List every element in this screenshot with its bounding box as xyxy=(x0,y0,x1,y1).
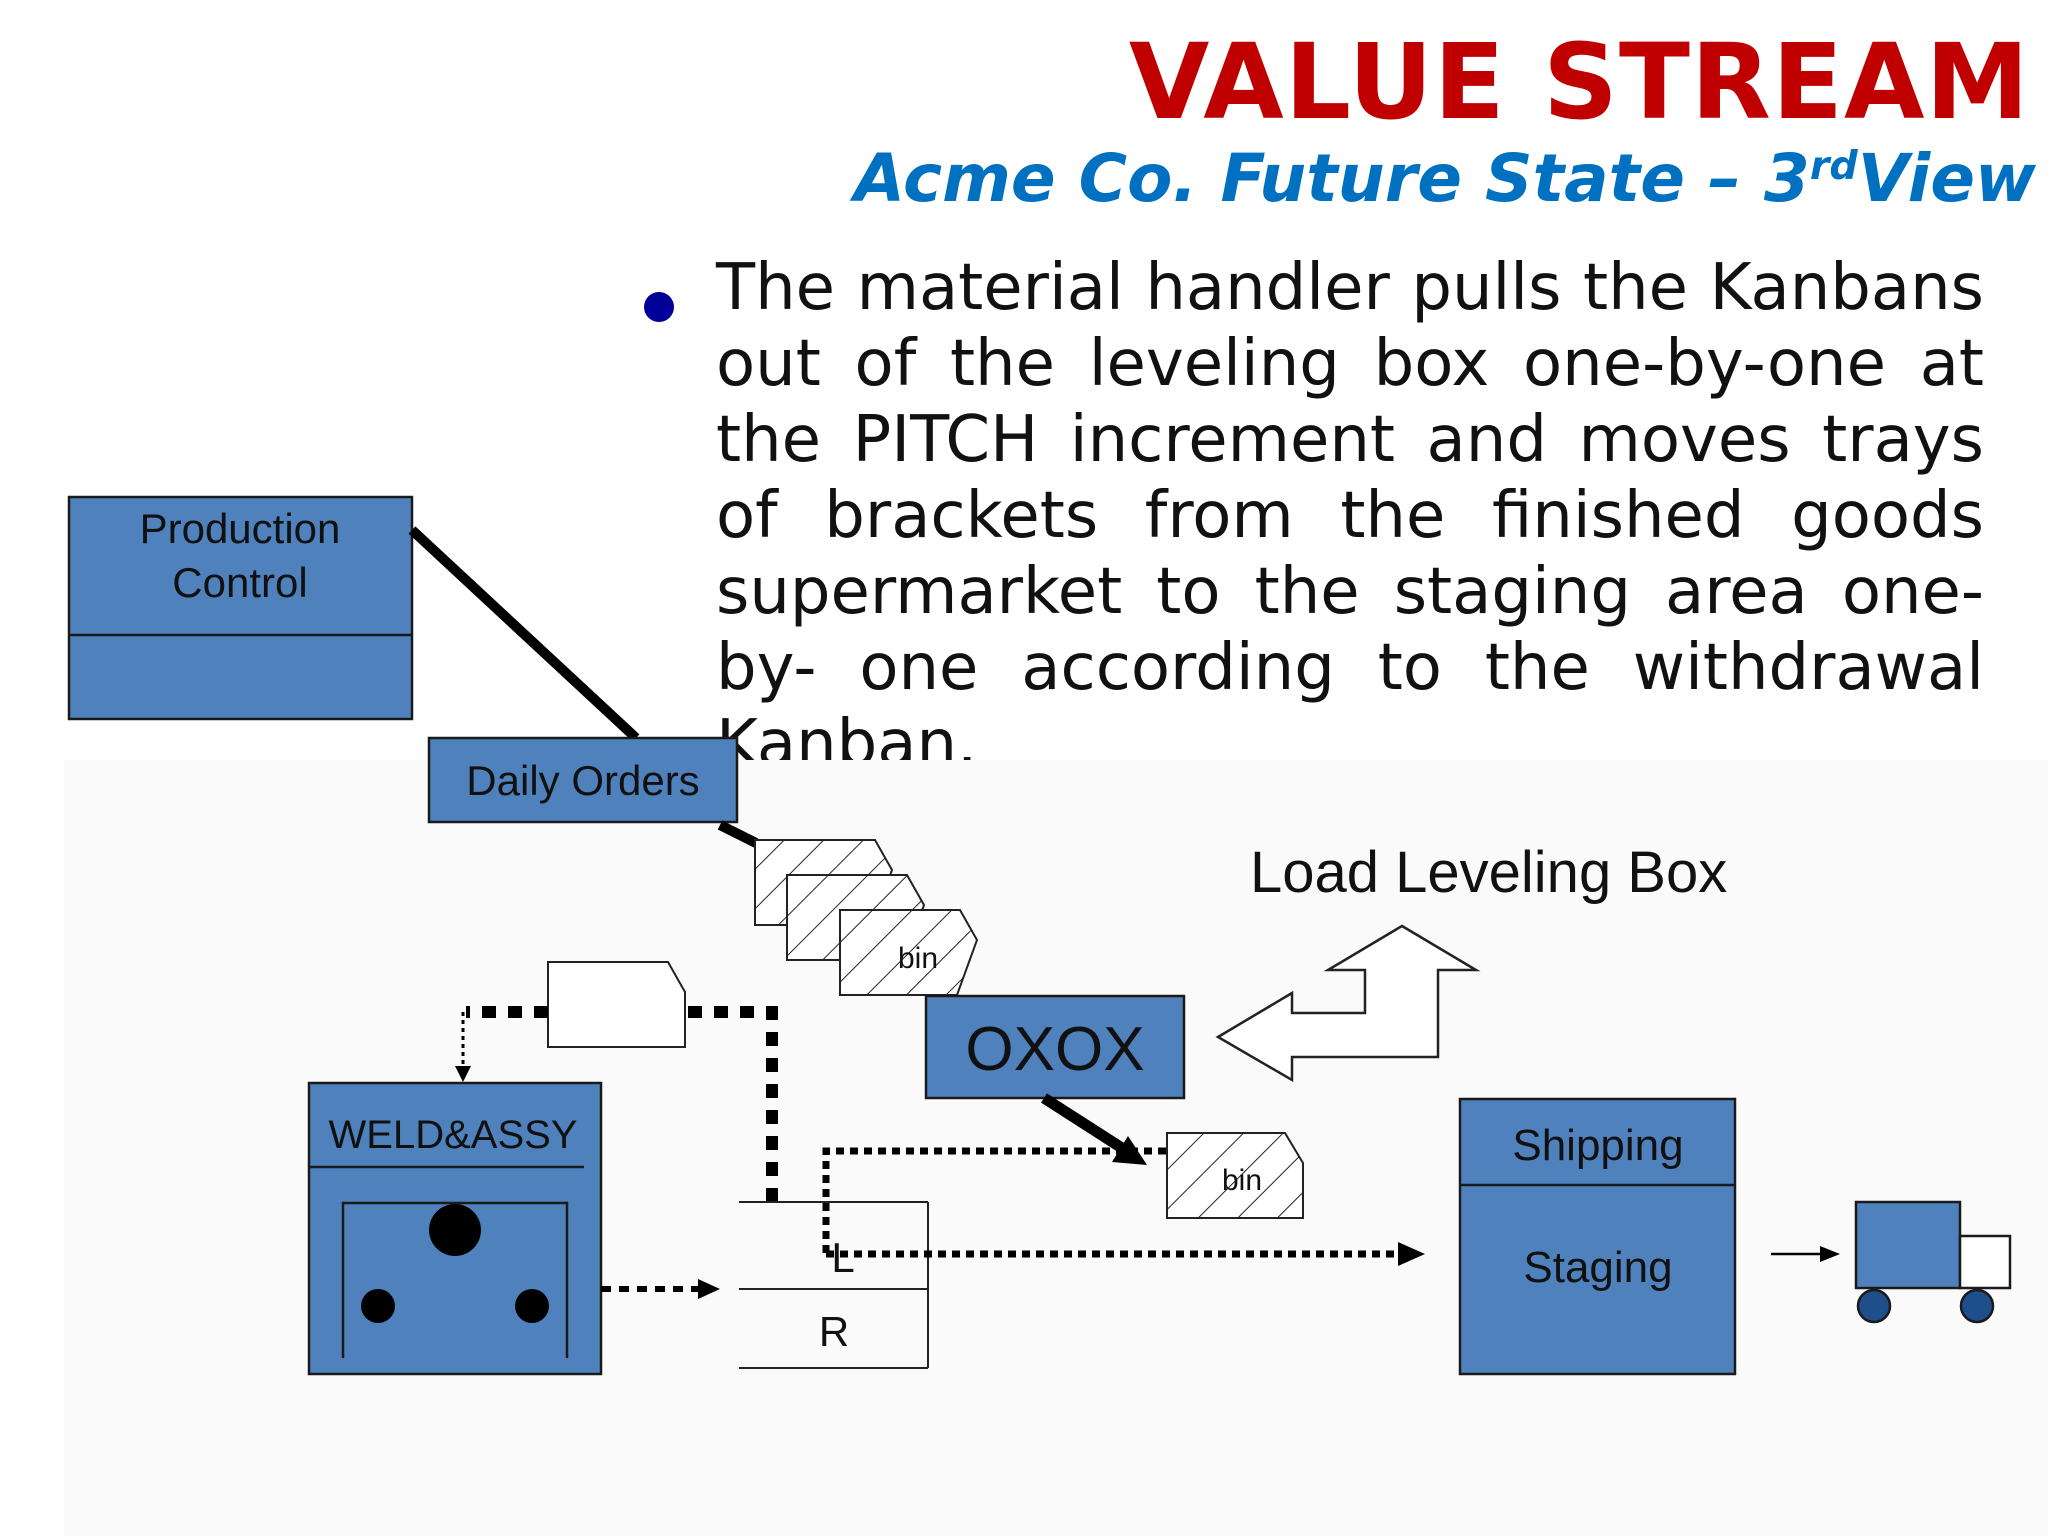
daily-orders-label: Daily Orders xyxy=(466,757,699,804)
kanban-card-3: bin xyxy=(839,909,979,996)
production-control-box: Production Control xyxy=(67,495,414,721)
page-title: VALUE STREAM xyxy=(1128,21,2030,143)
load-leveling-box: OXOX xyxy=(924,994,1186,1100)
kanban-drop-arrowhead xyxy=(455,1066,471,1082)
page-subtitle: Acme Co. Future State – 3rdView xyxy=(854,146,2036,212)
withdrawal-kanban-card: bin xyxy=(1166,1132,1304,1219)
supermarket: L R xyxy=(739,1201,929,1369)
info-flow-line xyxy=(408,526,640,742)
staging-label: Staging xyxy=(1523,1243,1672,1292)
weld-assy-label: WELD&ASSY xyxy=(329,1113,578,1157)
operator-icon xyxy=(361,1289,395,1323)
bullet-dot-icon xyxy=(644,292,686,322)
kanban-connector-line xyxy=(717,820,759,848)
kanban-card-3-label: bin xyxy=(898,942,938,975)
operator-icon xyxy=(515,1289,549,1323)
shipping-staging-box: Shipping Staging xyxy=(1458,1097,1737,1376)
subtitle-end: View xyxy=(1857,140,2036,217)
operator-icon xyxy=(429,1204,481,1256)
subtitle-superscript: rd xyxy=(1809,143,1858,190)
production-control-label-line1: Production xyxy=(140,505,341,552)
load-leveling-label: Load Leveling Box xyxy=(1250,840,1727,905)
shipping-label: Shipping xyxy=(1512,1121,1683,1170)
weld-assy-process-box: WELD&ASSY xyxy=(307,1081,603,1376)
production-kanban-card xyxy=(547,961,686,1048)
withdrawal-move-arrowhead xyxy=(1398,1242,1425,1266)
withdrawal-kanban-path xyxy=(822,1147,1166,1256)
daily-orders-box: Daily Orders xyxy=(427,736,739,824)
body-paragraph: The material handler pulls the Kanbans o… xyxy=(716,251,1984,781)
hollow-arrow-icon xyxy=(1215,924,1481,1083)
withdrawal-kanban-label: bin xyxy=(1222,1164,1262,1197)
withdrawal-arrow xyxy=(1041,1093,1128,1155)
production-control-label-line2: Control xyxy=(172,559,307,606)
load-leveling-box-label: OXOX xyxy=(965,1015,1144,1084)
kanban-loop-right xyxy=(688,1006,778,1202)
subtitle-main: Acme Co. Future State – 3 xyxy=(853,140,1810,217)
truck-icon xyxy=(1854,1200,2012,1324)
supermarket-r-label: R xyxy=(819,1308,849,1355)
